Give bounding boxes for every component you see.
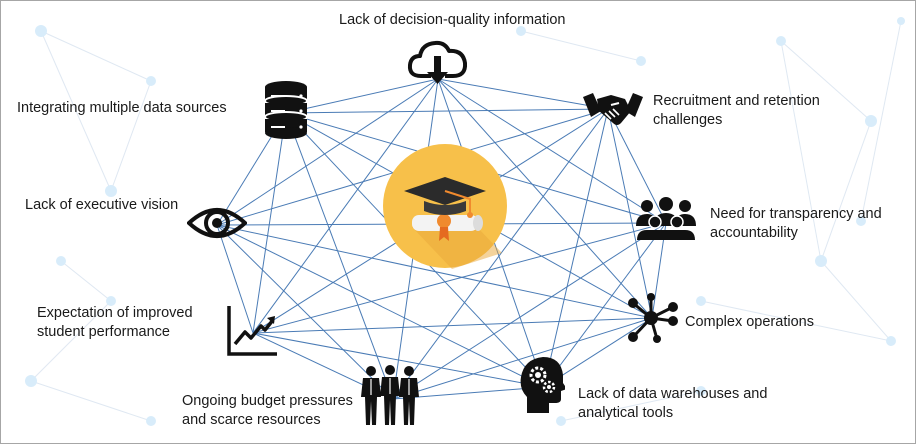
node-transparency-icon: [635, 196, 697, 247]
node-recruitment-icon: [581, 89, 645, 134]
link-recruitment-complex: [607, 108, 653, 319]
label-recruitment: Recruitment and retention challenges: [653, 93, 820, 128]
node-decision-icon: [407, 38, 469, 91]
link-budget-vision: [216, 224, 394, 400]
link-decision-complex: [437, 78, 653, 319]
node-vision-icon: [186, 203, 248, 248]
node-warehouses-icon: [519, 355, 567, 420]
link-performance-integrating: [252, 112, 287, 334]
link-warehouses-vision: [216, 224, 545, 388]
database-icon: [264, 81, 308, 139]
link-recruitment-transparency: [607, 108, 667, 224]
node-budget-icon: [359, 365, 421, 432]
link-budget-integrating: [285, 112, 394, 400]
label-budget: Ongoing budget pressures and scarce reso…: [182, 393, 353, 428]
node-complex-icon: [623, 293, 681, 348]
link-transparency-warehouses: [543, 222, 667, 388]
link-performance-vision: [216, 224, 254, 334]
label-integrating: Integrating multiple data sources: [17, 100, 227, 116]
link-decision-integrating: [285, 78, 439, 114]
head-gears-icon: [520, 357, 567, 413]
link-decision-vision: [216, 78, 439, 226]
link-transparency-performance: [252, 222, 667, 334]
graduation-cap-diploma-icon: [383, 144, 507, 269]
line-chart-icon: [227, 306, 277, 356]
group-icon: [636, 197, 696, 240]
label-decision: Lack of decision-quality information: [339, 12, 566, 28]
label-transparency: Need for transparency and accountability: [710, 206, 882, 241]
label-warehouses: Lack of data warehouses and analytical t…: [578, 386, 768, 421]
handshake-icon: [583, 93, 643, 125]
network-icon: [628, 293, 678, 343]
eye-icon: [186, 208, 248, 238]
link-transparency-budget: [392, 222, 667, 400]
label-performance: Expectation of improved student performa…: [37, 305, 193, 340]
link-recruitment-budget: [392, 108, 609, 400]
link-decision-transparency: [437, 78, 667, 224]
link-warehouses-performance: [252, 332, 545, 388]
node-performance-icon: [225, 304, 279, 363]
link-recruitment-warehouses: [543, 108, 609, 388]
node-integrating-icon: [263, 80, 309, 145]
link-decision-recruitment: [437, 78, 609, 110]
hub-circle: [382, 143, 508, 269]
link-complex-vision: [216, 224, 653, 319]
people-icon: [361, 365, 419, 425]
link-complex-performance: [252, 317, 653, 334]
link-recruitment-integrating: [285, 108, 609, 114]
link-complex-budget: [392, 317, 653, 400]
label-vision: Lack of executive vision: [25, 197, 179, 213]
cloud-download-icon: [407, 40, 468, 84]
label-complex: Complex operations: [685, 314, 814, 330]
